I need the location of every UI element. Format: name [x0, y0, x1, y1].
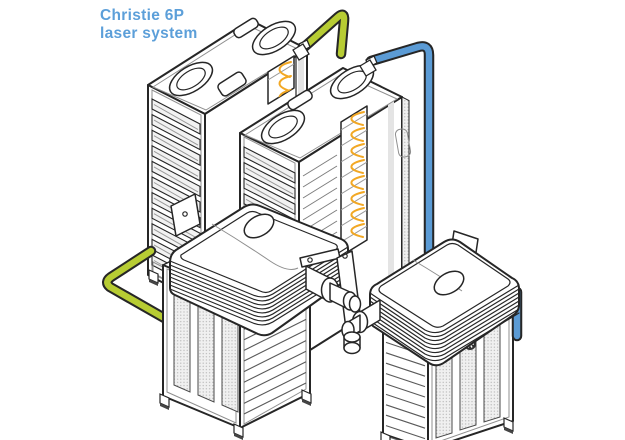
projector-left-lens	[305, 265, 362, 313]
rack-front-fiber-window	[340, 105, 368, 257]
lens-mount-cluster	[299, 248, 381, 355]
projector-right-top-rim	[378, 242, 511, 328]
lens-front-element	[343, 331, 361, 343]
projector-head-right	[369, 230, 520, 367]
rack-back-side-panel	[217, 71, 247, 97]
blue-cable-top-run	[359, 41, 435, 258]
lower-lens-barrel	[343, 331, 361, 355]
rack-front-side-latch	[394, 128, 412, 158]
rack-back-top-cutout	[233, 17, 259, 39]
mesh-panel	[483, 324, 501, 423]
caption: Christie 6P laser system	[100, 7, 198, 42]
rack-front-top-cutout	[287, 89, 313, 111]
green-umbilical-cable	[298, 11, 348, 58]
projector-right-top-port	[433, 270, 465, 296]
rack-front-vent-1	[260, 109, 306, 145]
projector-left-top-port	[243, 213, 275, 239]
projector-left-rear-plate	[170, 193, 201, 237]
blue-umbilical-cable	[367, 43, 433, 256]
green-umbilical-cable-floor	[104, 247, 177, 327]
screw	[182, 211, 188, 217]
projector-left-top-seam	[211, 223, 299, 270]
screw	[307, 257, 313, 263]
rack-back-vent-2	[251, 20, 297, 56]
rack-back-vent-1	[168, 61, 214, 97]
caption-line-2: laser system	[100, 25, 198, 42]
screw	[342, 253, 348, 259]
green-cable-floor-loop	[102, 245, 179, 329]
caption-line-1: Christie 6P	[100, 7, 184, 24]
green-cable-top-run	[292, 9, 350, 61]
rack-back-fiber-loops	[268, 61, 294, 104]
laser-rack-front	[239, 64, 412, 358]
lens-front-element	[348, 295, 362, 313]
